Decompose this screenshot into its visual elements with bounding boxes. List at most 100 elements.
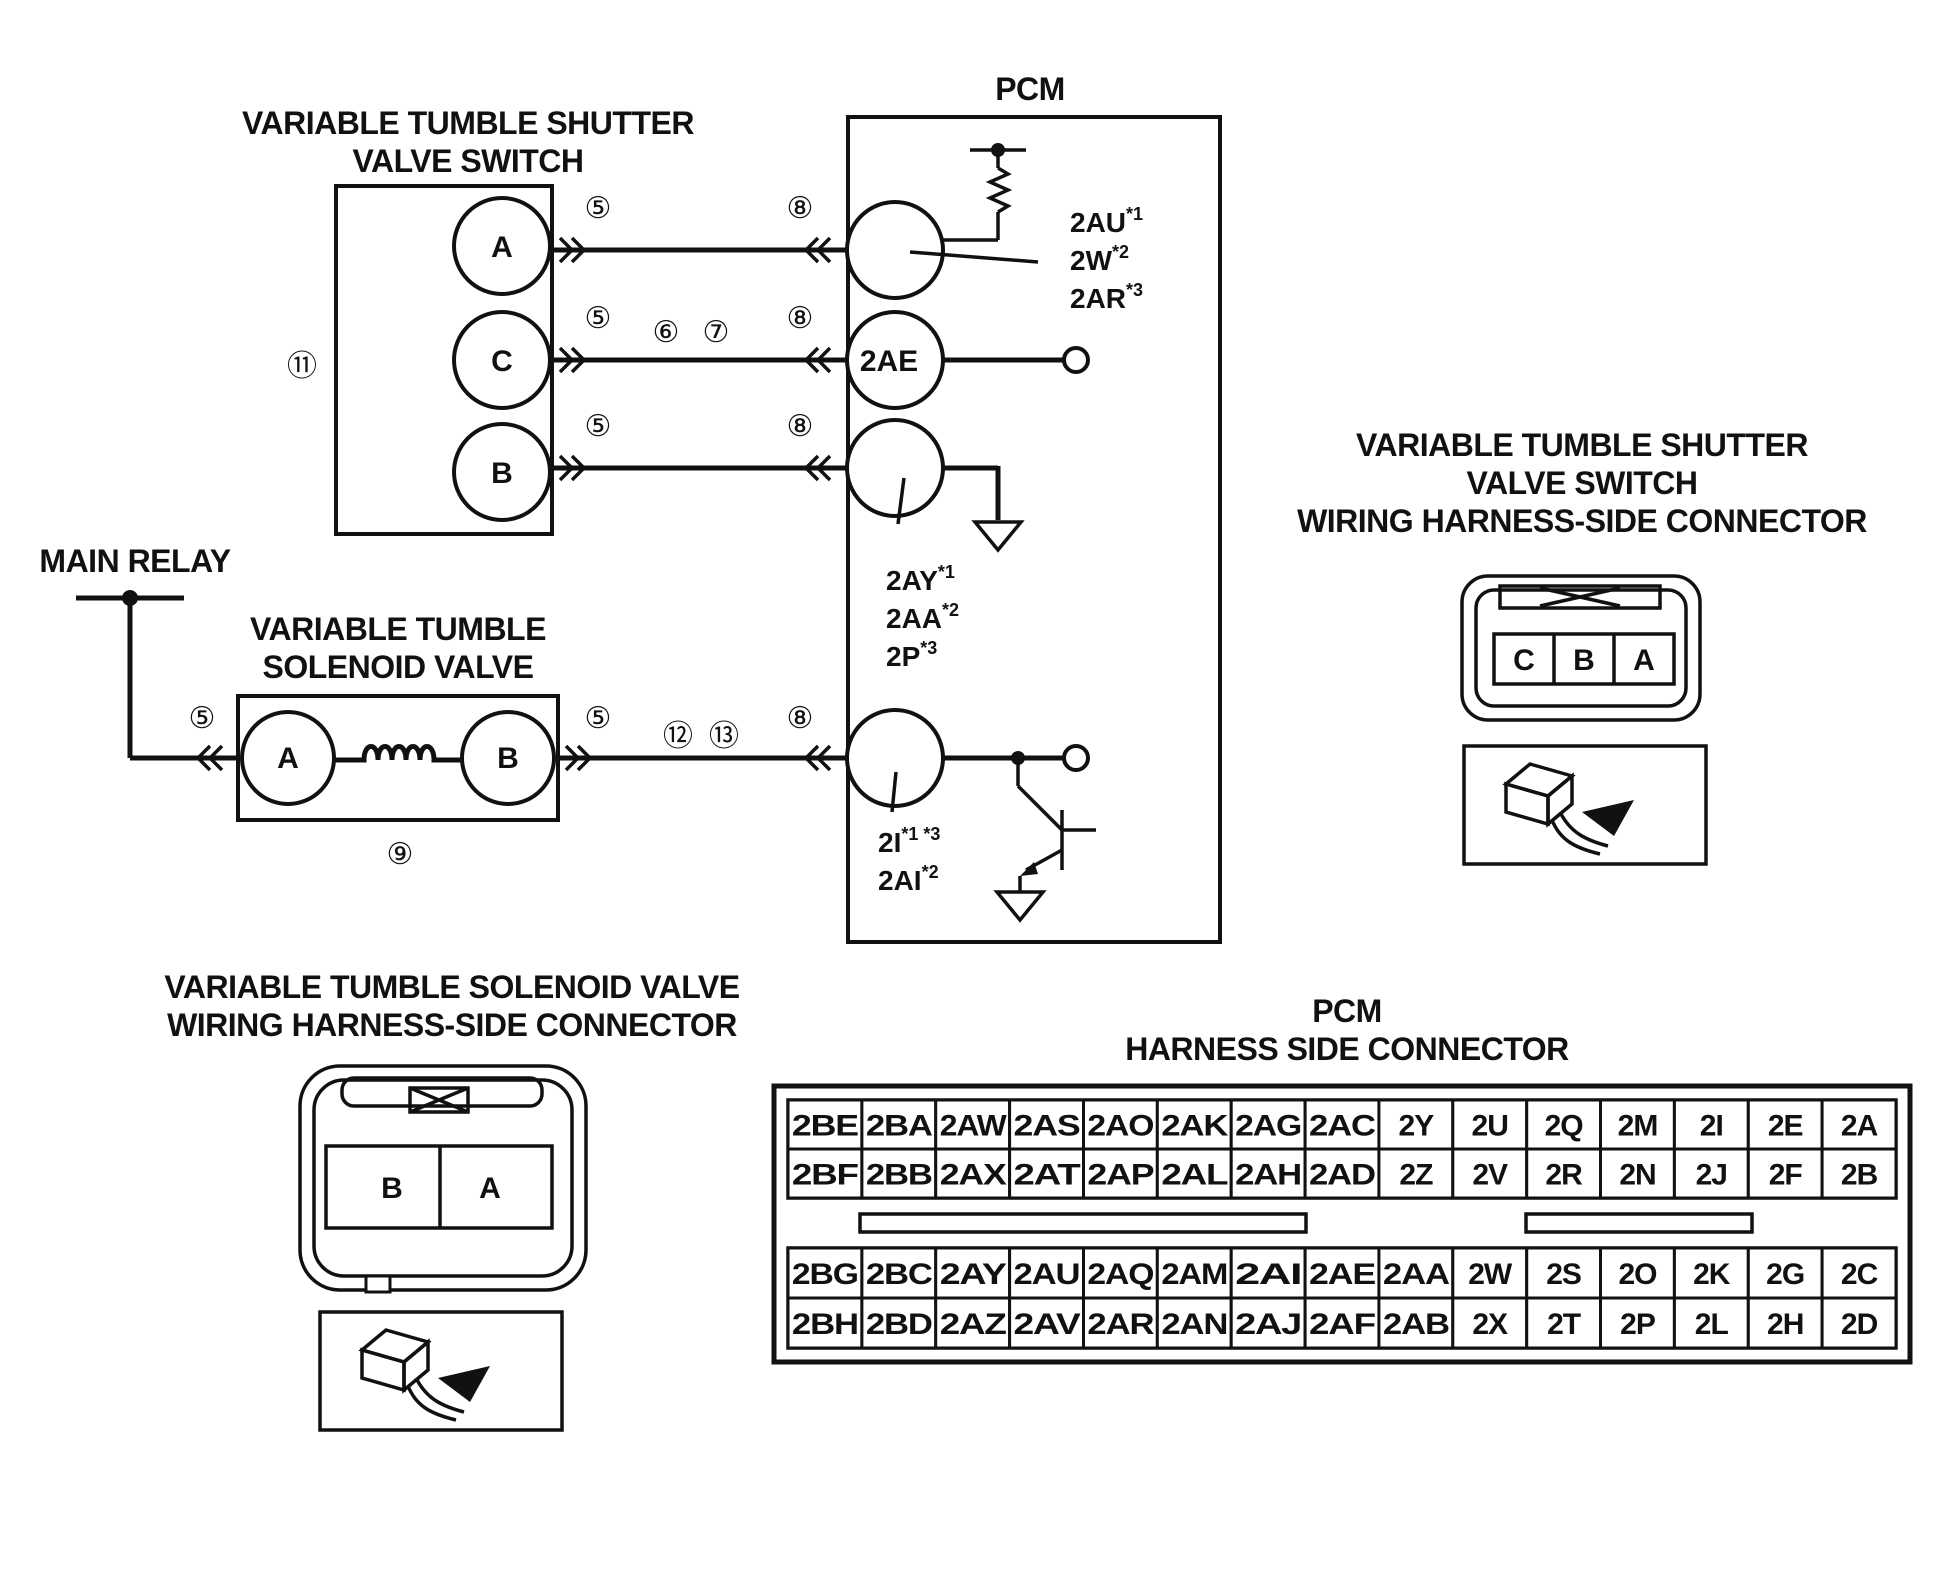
pcm-pin-label: 2AF — [1309, 1308, 1376, 1341]
pcm-pin-label: 2AN — [1161, 1308, 1227, 1341]
pcm-pin-label: 2BA — [866, 1110, 932, 1143]
pcm-pin-label: 2BB — [866, 1159, 932, 1192]
pcm-pin-label: 2AT — [1014, 1159, 1081, 1192]
pcm-terminal-2ae — [845, 310, 1090, 410]
switch-pin-a — [452, 196, 552, 296]
pcm-pin-cell — [1377, 1296, 1455, 1350]
solenoid-connector — [298, 1064, 588, 1294]
pcm-top-term-1: 2AU*1 — [1070, 204, 1143, 238]
pcm-terminal-top — [845, 143, 1039, 300]
pcm-terminal-drive — [845, 708, 1096, 923]
solenoid-pin-a-label: A — [277, 742, 299, 775]
callout-11: ⑪ — [287, 350, 317, 383]
pcm-pin-cell — [1377, 1147, 1455, 1200]
wire-switch-c — [552, 346, 846, 374]
pcm-pin-label: 2U — [1472, 1110, 1508, 1143]
pcm-conn-title-line1: PCM — [1312, 993, 1382, 1029]
pcm-pin-label: 2AO — [1087, 1110, 1154, 1143]
pcm-pin-cell — [1303, 1147, 1381, 1200]
pcm-connector-outer — [771, 1083, 1913, 1365]
pcm-pin-label: 2AS — [1014, 1110, 1080, 1143]
pcm-pin-cell — [1451, 1098, 1529, 1151]
solenoid-pin-b-label: B — [497, 742, 519, 775]
pcm-pin-label: 2BF — [792, 1159, 859, 1192]
callout-9: ⑨ — [387, 838, 414, 871]
pcm-pin-label: 2AP — [1087, 1159, 1153, 1192]
wire-switch-b — [552, 454, 846, 482]
switch-pin-c — [452, 310, 552, 410]
pcm-pin-cell — [1820, 1147, 1898, 1200]
pcm-pin-label: 2H — [1767, 1308, 1803, 1341]
pcm-pin-label: 2AJ — [1235, 1308, 1301, 1341]
solenoid-title-line2: SOLENOID VALVE — [263, 649, 534, 685]
pcm-pin-cell — [1082, 1296, 1159, 1350]
sol-conn-title-line2: WIRING HARNESS-SIDE CONNECTOR — [167, 1007, 737, 1043]
pcm-pin-cell — [1525, 1296, 1603, 1350]
callout-12: ⑫ — [663, 720, 693, 753]
pcm-pin-label: 2N — [1619, 1159, 1655, 1192]
pcm-pin-label: 2T — [1547, 1308, 1581, 1341]
pcm-pin-label: 2V — [1472, 1159, 1508, 1192]
pcm-pin-label: 2AM — [1161, 1258, 1227, 1291]
switch-title-line1: VARIABLE TUMBLE SHUTTER — [242, 105, 694, 141]
pcm-pin-cell — [786, 1147, 864, 1200]
pcm-pin-cell — [1599, 1147, 1676, 1200]
sol-conn-title-line1: VARIABLE TUMBLE SOLENOID VALVE — [164, 969, 739, 1005]
pcm-drive-term-1: 2I*1 *3 — [878, 824, 940, 858]
pcm-pin-label: 2M — [1618, 1110, 1658, 1143]
sol-conn-pin-b: B — [381, 1172, 403, 1205]
pcm-pin-label: 2AK — [1161, 1110, 1228, 1143]
pcm-connector-slot-left — [858, 1212, 1308, 1234]
pcm-pin-cell — [1082, 1147, 1159, 1200]
pcm-pin-label: 2AR — [1087, 1308, 1154, 1341]
pcm-pin-label: 2AC — [1309, 1110, 1375, 1143]
pcm-pin-label: 2BD — [866, 1308, 932, 1341]
pcm-pin-label: 2K — [1693, 1258, 1731, 1291]
pcm-label: PCM — [995, 71, 1065, 107]
pcm-pin-cell — [1008, 1246, 1085, 1300]
pcm-pin-cell — [934, 1296, 1012, 1350]
pcm-pin-cell — [1599, 1296, 1676, 1350]
switch-pin-a-label: A — [491, 231, 513, 264]
sw-conn-pin-b: B — [1573, 644, 1595, 677]
callout-8-sol: ⑧ — [787, 702, 814, 735]
pcm-pin-label: 2AW — [940, 1110, 1008, 1143]
pcm-pin-label: 2W — [1468, 1258, 1513, 1291]
main-relay-bus — [76, 590, 238, 772]
pcm-pin-cell — [1820, 1296, 1898, 1350]
pcm-pin-cell — [786, 1296, 864, 1350]
sw-conn-pin-a: A — [1633, 644, 1655, 677]
pcm-pin-cell — [1229, 1296, 1307, 1350]
pcm-pin-label: 2AI — [1235, 1258, 1301, 1291]
pcm-pin-label: 2AG — [1235, 1110, 1301, 1143]
pcm-pin-label: 2AD — [1309, 1159, 1375, 1192]
pcm-pin-label: 2P — [1620, 1308, 1655, 1341]
pcm-conn-title-line2: HARNESS SIDE CONNECTOR — [1125, 1031, 1569, 1067]
pcm-pin-cell — [1746, 1246, 1824, 1300]
pcm-pin-cell — [1820, 1098, 1898, 1151]
pcm-drive-term-2: 2AI*2 — [878, 862, 939, 896]
pcm-pin-cell — [1672, 1098, 1750, 1151]
sol-conn-pin-a: A — [479, 1172, 501, 1205]
pcm-pin-cell — [860, 1296, 938, 1350]
pcm-ground-term-3: 2P*3 — [886, 638, 937, 672]
pcm-pin-cell — [1746, 1098, 1824, 1151]
pcm-pin-cell — [1451, 1147, 1529, 1200]
pcm-pin-cell — [860, 1246, 938, 1300]
pcm-pin-label: 2S — [1546, 1258, 1581, 1291]
sw-conn-pin-c: C — [1513, 644, 1535, 677]
switch-pin-c-label: C — [491, 345, 513, 378]
callout-8-b: ⑧ — [787, 410, 814, 443]
callout-6: ⑥ — [653, 316, 680, 349]
pcm-pin-label: 2R — [1545, 1159, 1583, 1192]
callout-7: ⑦ — [703, 316, 730, 349]
pcm-pin-label: 2C — [1841, 1258, 1878, 1291]
pcm-pin-cell — [1008, 1147, 1085, 1200]
pcm-pin-label: 2AL — [1161, 1159, 1228, 1192]
pcm-pin-label: 2BE — [792, 1110, 858, 1143]
callout-5-a: ⑤ — [585, 192, 612, 225]
pcm-pin-label: 2AX — [940, 1159, 1007, 1192]
pcm-pin-cell — [860, 1147, 938, 1200]
